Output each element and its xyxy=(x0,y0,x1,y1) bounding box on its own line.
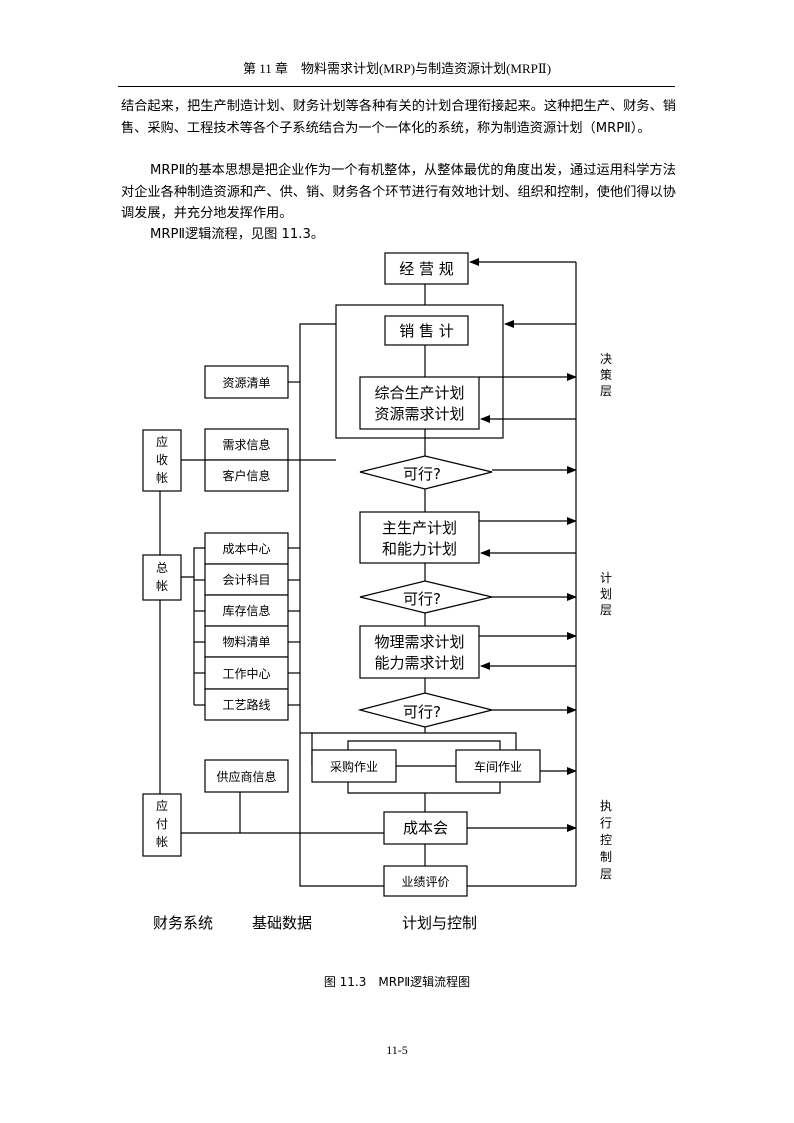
page-number: 11-5 xyxy=(386,1043,408,1057)
customer-info-box xyxy=(204,459,289,492)
payable-box xyxy=(142,793,182,857)
purchasing-label: 采购作业 xyxy=(330,759,378,774)
receivable-box xyxy=(142,429,182,492)
layer-planning-char: 计 xyxy=(600,571,612,585)
routing-label: 工艺路线 xyxy=(222,697,270,712)
work-center-label: 工作中心 xyxy=(222,666,270,681)
layer-decision-char: 策 xyxy=(600,368,612,382)
general-ledger-char: 帐 xyxy=(156,578,168,593)
aggregate-plan-label-1: 综合生产计划 xyxy=(374,384,464,402)
mrp-label-1: 物理需求计划 xyxy=(374,633,464,651)
mrp-box xyxy=(359,625,480,679)
resource-list-label: 资源清单 xyxy=(222,376,270,390)
paragraph-1: 结合起来，把生产制造计划、财务计划等各种有关的计划合理衔接起来。这种把生产、财务… xyxy=(121,99,676,136)
group-label-plan-control: 计划与控制 xyxy=(402,914,477,932)
layer-execution-char: 制 xyxy=(600,850,612,864)
cost-accounting-box xyxy=(383,811,468,845)
cost-accounting-label: 成本会 xyxy=(403,819,448,837)
mrp-label-2: 能力需求计划 xyxy=(374,654,464,672)
cost-center-label: 成本中心 xyxy=(222,541,270,556)
group-label-finance: 财务系统 xyxy=(153,914,213,932)
exec-loop-inner xyxy=(347,740,501,750)
paragraph-2: MRPⅡ的基本思想是把企业作为一个有机整体，从整体最优的角度出发，通过运用科学方… xyxy=(121,163,676,222)
base-data-backbone xyxy=(299,323,384,887)
mps-box xyxy=(359,511,480,564)
bom-label: 物料清单 xyxy=(222,635,270,649)
inventory-info-label: 库存信息 xyxy=(222,603,270,618)
feasible-label-1: 可行? xyxy=(403,465,441,483)
bom-box xyxy=(204,625,289,658)
header-rule xyxy=(118,86,675,87)
performance-label: 业绩评价 xyxy=(401,875,449,889)
aggregate-plan-label-2: 资源需求计划 xyxy=(374,405,464,423)
paragraph-3: MRPⅡ逻辑流程，见图 11.3。 xyxy=(150,227,325,242)
purchasing-box xyxy=(311,749,397,783)
layer-decision-char: 层 xyxy=(600,384,612,398)
accounts-label: 会计科目 xyxy=(222,573,270,587)
page-header: 第 11 章 物料需求计划(MRP)与制造资源计划(MRPⅡ) xyxy=(242,61,552,76)
work-center-box xyxy=(204,656,289,690)
demand-info-label: 需求信息 xyxy=(222,437,270,452)
receivable-char: 帐 xyxy=(156,470,168,485)
aggregate-plan-box xyxy=(359,376,480,430)
layer-planning-char: 划 xyxy=(600,587,612,601)
layer-execution-char: 执 xyxy=(600,799,612,813)
payable-char: 应 xyxy=(156,798,168,813)
supplier-info-label: 供应商信息 xyxy=(216,769,276,784)
feasible-label-2: 可行? xyxy=(403,590,441,608)
mps-label-2: 和能力计划 xyxy=(382,540,457,558)
layer-execution-char: 行 xyxy=(600,816,612,830)
receivable-char: 应 xyxy=(156,434,168,449)
cost-center-box xyxy=(204,532,289,565)
mps-label-1: 主生产计划 xyxy=(382,519,457,537)
routing-box xyxy=(204,688,289,721)
general-ledger-box xyxy=(142,554,182,601)
performance-box xyxy=(383,865,468,897)
supplier-info-box xyxy=(204,759,289,793)
group-label-base-data: 基础数据 xyxy=(252,914,312,932)
layer-planning-char: 层 xyxy=(600,603,612,617)
receivable-char: 收 xyxy=(156,453,168,467)
demand-info-box xyxy=(204,428,289,461)
sales-plan-label: 销 售 计 xyxy=(399,322,454,340)
shop-floor-box xyxy=(455,749,541,783)
figure-caption: 图 11.3 MRPⅡ逻辑流程图 xyxy=(323,975,471,989)
general-ledger-char: 总 xyxy=(156,561,168,575)
layer-execution-char: 层 xyxy=(600,867,612,881)
payable-char: 帐 xyxy=(156,834,168,849)
decision-group-frame xyxy=(335,304,504,439)
sales-plan-box xyxy=(384,315,469,346)
finance-link xyxy=(181,547,205,578)
inventory-info-box xyxy=(204,594,289,627)
resource-list-box xyxy=(204,365,289,399)
business-plan-box xyxy=(384,252,469,285)
exec-loop-bottom xyxy=(347,782,501,794)
layer-decision-char: 决 xyxy=(600,352,612,366)
payable-char: 付 xyxy=(156,817,168,831)
mrp2-flow-diagram: 经 营 规 销 售 计 综合生产计划 资源需求计划 可行? 主生产计划 和能力计… xyxy=(142,252,612,932)
feasible-label-3: 可行? xyxy=(403,703,441,721)
layer-execution-char: 控 xyxy=(600,833,612,847)
business-plan-label: 经 营 规 xyxy=(399,260,454,278)
customer-info-label: 客户信息 xyxy=(222,468,270,483)
shop-floor-label: 车间作业 xyxy=(474,759,522,774)
feasible-diamond-1 xyxy=(359,455,493,490)
